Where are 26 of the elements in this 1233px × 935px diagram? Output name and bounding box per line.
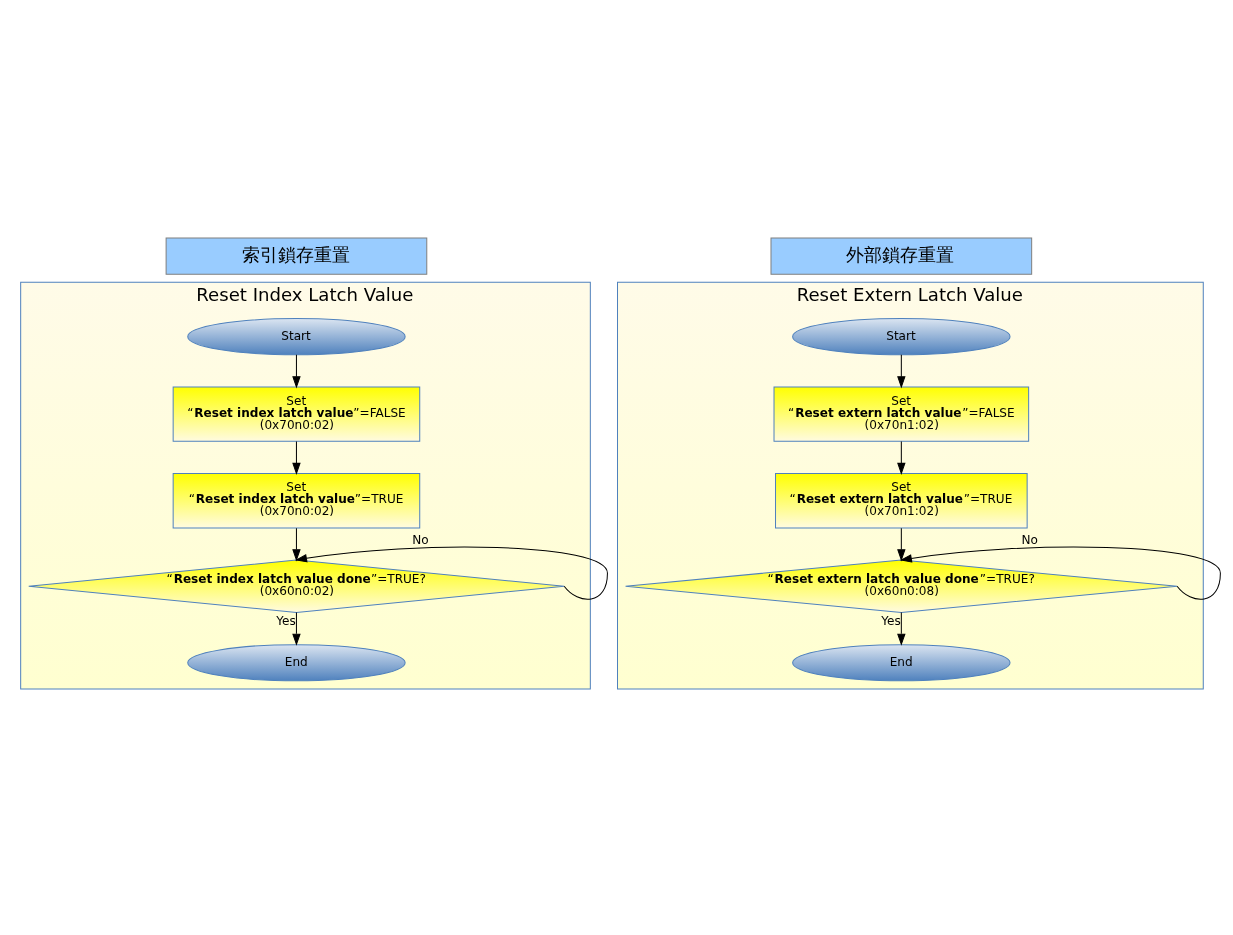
- arrow: [292, 527, 301, 562]
- arrow: [897, 440, 906, 475]
- arrow: [897, 527, 906, 562]
- arrow: [897, 354, 906, 389]
- node-ellipse: Start: [187, 318, 406, 356]
- node-ellipse: Start: [792, 318, 1011, 356]
- node-box: Set “Reset extern latch value”=FALSE (0x70n1:02): [773, 386, 1030, 442]
- node-box: Set “Reset index latch value”=FALSE (0x70n0:02): [172, 386, 421, 442]
- arrow: [292, 611, 301, 646]
- edge-label: Yes: [276, 613, 296, 628]
- node-box: 外部鎖存重置: [770, 237, 1033, 275]
- edge-label: No: [1021, 533, 1038, 548]
- node-diamond: “Reset index latch value done”=TRUE? (0x60n0:02): [28, 559, 565, 613]
- node-diamond: “Reset extern latch value done”=TRUE? (0x60n0:08): [625, 559, 1178, 613]
- node-box: Set “Reset extern latch value”=TRUE (0x70n1:02): [775, 473, 1028, 529]
- arrow: [292, 440, 301, 475]
- node-ellipse: End: [187, 644, 406, 682]
- arrow: [899, 546, 1221, 600]
- node-box: 索引鎖存重置: [165, 237, 428, 275]
- edge-label: No: [412, 533, 429, 548]
- node-box: Set “Reset index latch value”=TRUE (0x70n0:02): [172, 473, 421, 529]
- arrow: [292, 354, 301, 389]
- arrow: [294, 546, 608, 600]
- arrow: [897, 611, 906, 646]
- edge-label: Yes: [881, 613, 901, 628]
- node-ellipse: End: [792, 644, 1011, 682]
